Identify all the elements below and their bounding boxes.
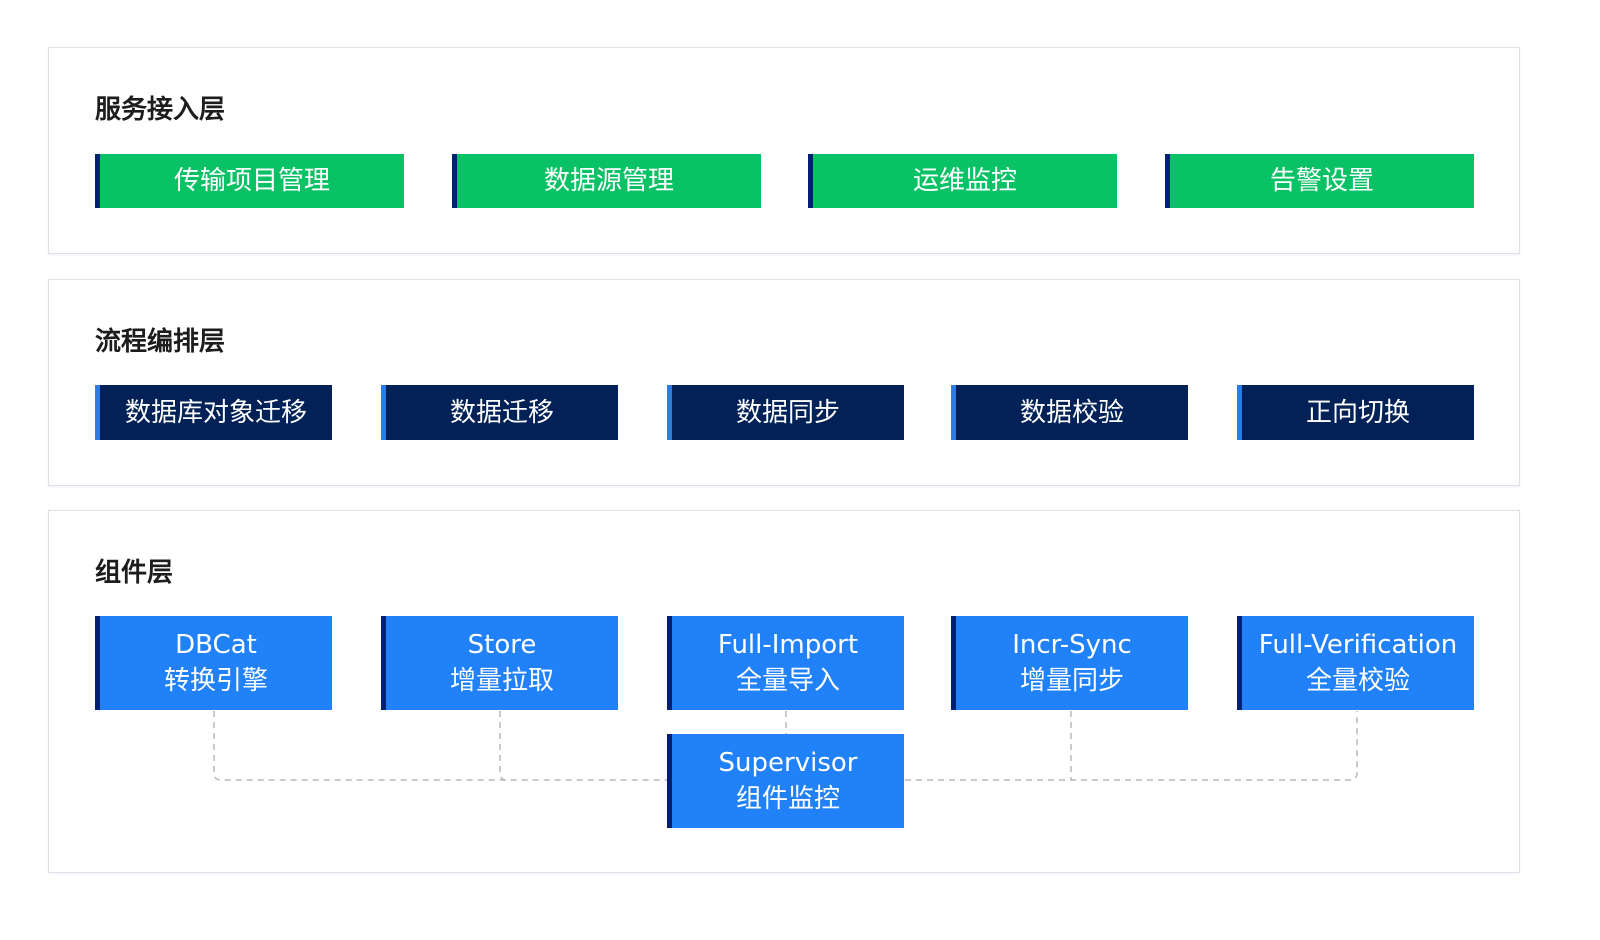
connector-right-trunk bbox=[905, 711, 1358, 781]
component-desc: 增量拉取 bbox=[449, 666, 554, 696]
component-supervisor[interactable]: Supervisor 组件监控 bbox=[667, 734, 904, 828]
orch-item-label: 数据库对象迁移 bbox=[124, 397, 307, 428]
access-item-label: 传输项目管理 bbox=[173, 166, 330, 196]
connector-dbcat bbox=[213, 711, 667, 781]
access-item-transfer-project[interactable]: 传输项目管理 bbox=[95, 154, 404, 208]
component-name: Incr-Sync bbox=[1012, 630, 1132, 660]
orch-item-label: 数据校验 bbox=[1019, 397, 1124, 428]
access-item-alert-settings[interactable]: 告警设置 bbox=[1165, 154, 1474, 208]
component-name: Store bbox=[467, 630, 537, 660]
orchestration-layer-panel: 流程编排层 数据库对象迁移 数据迁移 数据同步 数据校验 正向切换 bbox=[48, 279, 1520, 486]
access-item-label: 数据源管理 bbox=[543, 166, 674, 196]
component-desc: 组件监控 bbox=[735, 784, 840, 814]
access-item-data-source[interactable]: 数据源管理 bbox=[452, 154, 761, 208]
orch-item-data-verification[interactable]: 数据校验 bbox=[951, 385, 1188, 440]
orch-item-label: 正向切换 bbox=[1305, 397, 1410, 428]
orch-item-data-migration[interactable]: 数据迁移 bbox=[381, 385, 618, 440]
component-dbcat[interactable]: DBCat 转换引擎 bbox=[95, 616, 332, 710]
component-desc: 转换引擎 bbox=[163, 666, 268, 696]
component-layer-panel: 组件层 DBCat 转换引擎 Store 增量拉取 Full-Import 全量… bbox=[48, 510, 1520, 873]
component-name: Full-Verification bbox=[1258, 630, 1458, 660]
orchestration-layer-title: 流程编排层 bbox=[95, 327, 226, 357]
component-name: Supervisor bbox=[718, 748, 858, 778]
connector-store bbox=[499, 711, 508, 781]
orch-item-data-sync[interactable]: 数据同步 bbox=[667, 385, 904, 440]
access-item-ops-monitor[interactable]: 运维监控 bbox=[808, 154, 1117, 208]
component-name: Full-Import bbox=[717, 630, 859, 660]
supervisor-connectors bbox=[213, 711, 1358, 781]
component-desc: 全量校验 bbox=[1305, 666, 1410, 696]
orch-item-label: 数据同步 bbox=[735, 397, 840, 428]
component-layer-title: 组件层 bbox=[95, 558, 174, 588]
component-desc: 增量同步 bbox=[1019, 666, 1124, 696]
orch-item-label: 数据迁移 bbox=[449, 397, 554, 428]
orch-item-db-object-migration[interactable]: 数据库对象迁移 bbox=[95, 385, 332, 440]
orch-item-forward-switch[interactable]: 正向切换 bbox=[1237, 385, 1474, 440]
component-incr-sync[interactable]: Incr-Sync 增量同步 bbox=[951, 616, 1188, 710]
component-store[interactable]: Store 增量拉取 bbox=[381, 616, 618, 710]
component-desc: 全量导入 bbox=[735, 666, 840, 696]
component-full-import[interactable]: Full-Import 全量导入 bbox=[667, 616, 904, 710]
component-full-verification[interactable]: Full-Verification 全量校验 bbox=[1237, 616, 1474, 710]
access-item-label: 告警设置 bbox=[1269, 166, 1374, 196]
access-layer-panel: 服务接入层 传输项目管理 数据源管理 运维监控 告警设置 bbox=[48, 47, 1520, 254]
access-layer-title: 服务接入层 bbox=[95, 95, 226, 125]
access-item-label: 运维监控 bbox=[912, 166, 1017, 196]
component-name: DBCat bbox=[175, 630, 257, 660]
